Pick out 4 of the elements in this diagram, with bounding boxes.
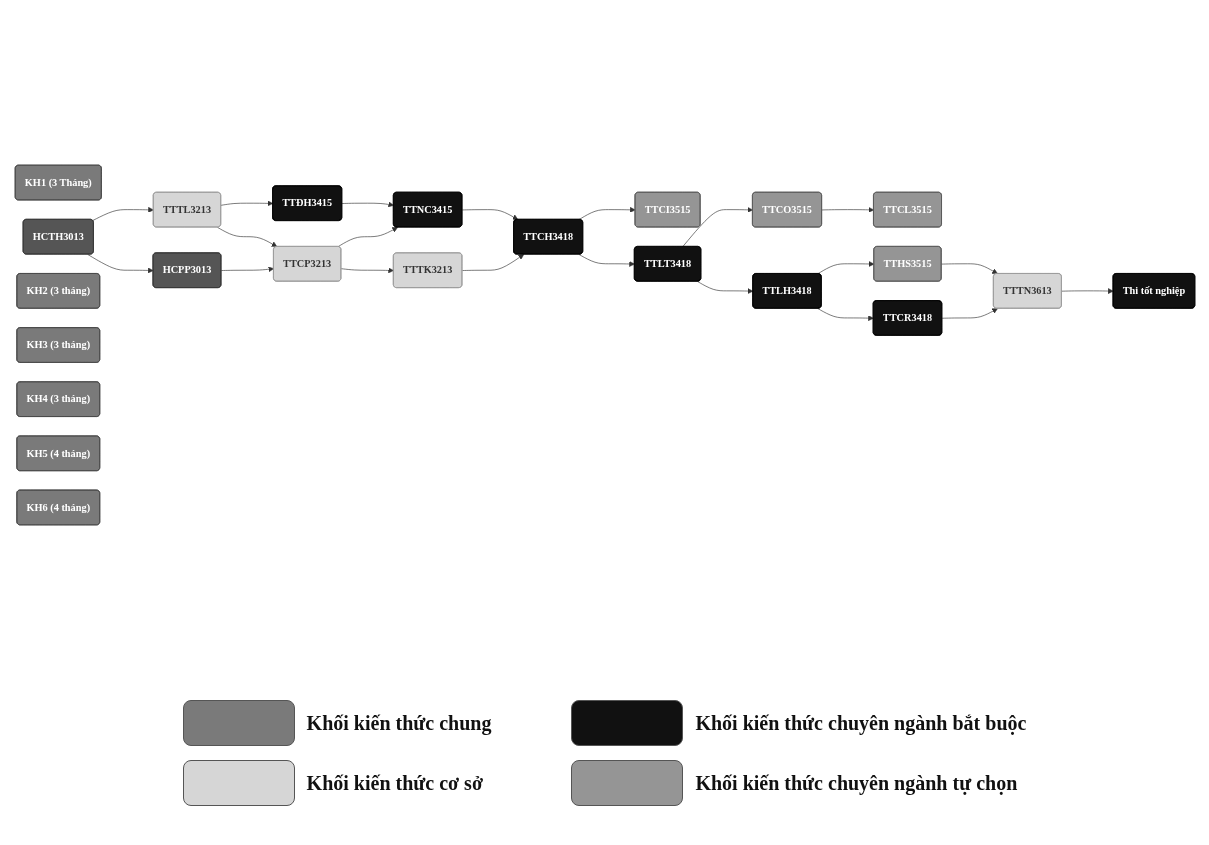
legend-text: Khối kiến thức chuyên ngành bắt buộc xyxy=(695,711,1027,735)
legend-text: Khối kiến thức cơ sở xyxy=(306,771,483,795)
legend-text: Khối kiến thức chuyên ngành tự chọn xyxy=(695,771,1018,795)
legend-text: Khối kiến thức chung xyxy=(306,711,492,735)
